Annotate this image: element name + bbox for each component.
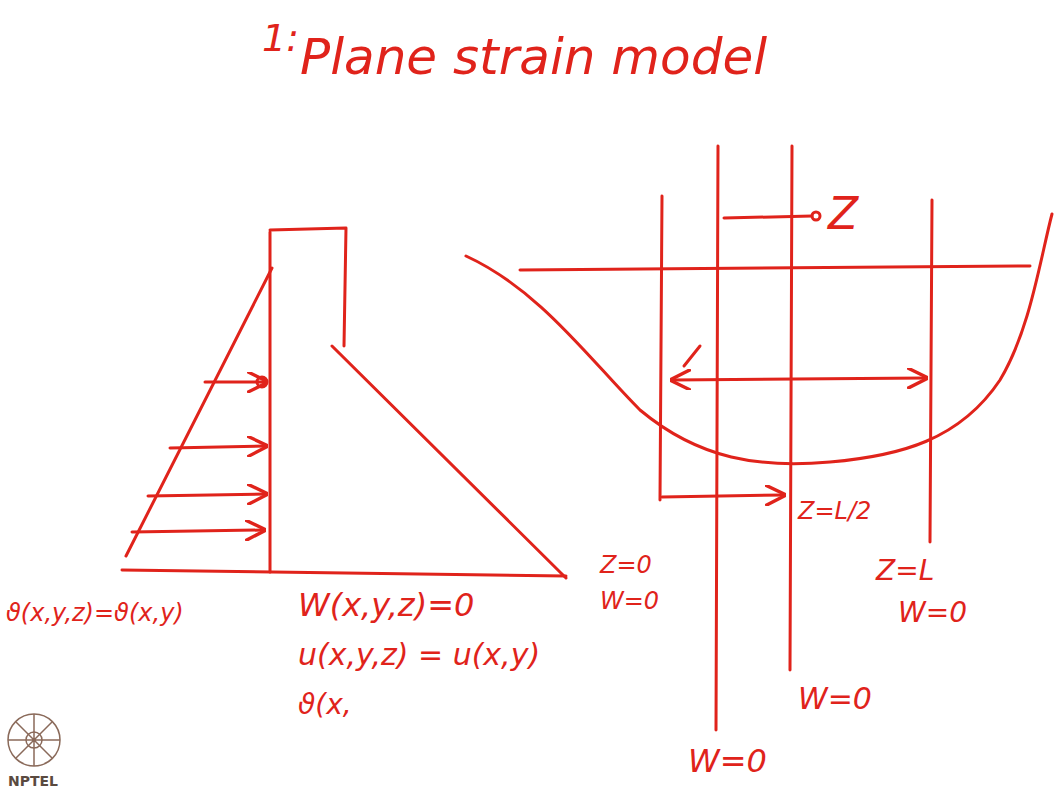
boundary-label: W=0 [798,682,872,715]
boundary-label: W=0 [600,588,659,614]
axis-label: Z [828,190,858,238]
displacement-equation: u(x,y,z) = u(x,y) [298,638,540,671]
displacement-equation: ϑ(x, [298,690,352,721]
slide-title: Plane strain model [300,30,767,85]
boundary-label: W=0 [688,744,767,779]
boundary-label: Z=L [876,556,934,587]
boundary-label: Z=L/2 [798,498,871,524]
displacement-equation: W(x,y,z)=0 [298,588,474,623]
slide-number: 1: [262,18,299,60]
boundary-label: Z=0 [600,552,652,578]
displacement-equation: ϑ(x,y,z)=ϑ(x,y) [6,600,184,626]
boundary-label: W=0 [898,598,967,629]
logo-text: NPTEL [8,774,58,789]
